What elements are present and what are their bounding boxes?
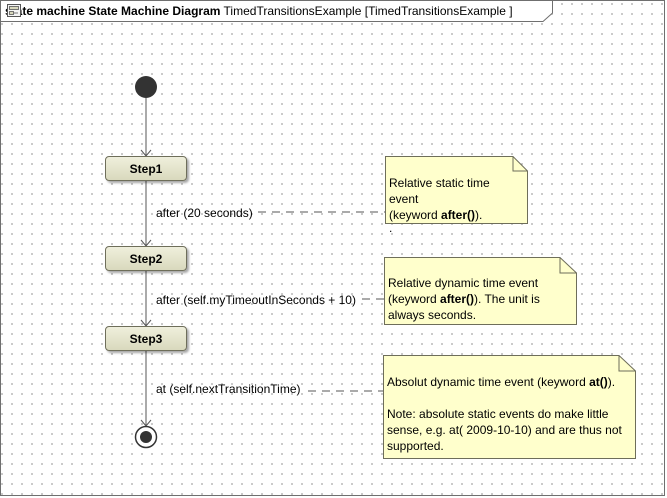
- note-relative-dynamic[interactable]: Relative dynamic time event (keyword aft…: [384, 257, 577, 325]
- state-label: Step2: [129, 251, 163, 266]
- state-machine-icon: [7, 4, 21, 17]
- note-line: Relative static time event: [389, 176, 490, 206]
- note-line: (keyword after()).: [389, 207, 520, 223]
- note-line: sense, e.g. at( 2009-10-10) and are thus…: [387, 423, 622, 437]
- note-line: .: [389, 221, 393, 235]
- note-line: (keyword after()). The unit is: [388, 291, 569, 307]
- keyword-after: after(): [440, 292, 475, 306]
- keyword-at: at(): [589, 375, 608, 389]
- state-label: Step1: [129, 161, 163, 176]
- note-text-run: ).: [475, 208, 483, 222]
- diagram-header-tab: state machine State Machine Diagram Time…: [0, 0, 553, 22]
- state-step1[interactable]: Step1: [105, 156, 187, 181]
- note-relative-static[interactable]: Relative static time event (keyword afte…: [385, 156, 528, 234]
- final-node-inner: [140, 431, 152, 443]
- note-text-run: (keyword: [389, 208, 442, 222]
- note-text: Relative static time event (keyword afte…: [389, 175, 520, 235]
- initial-node: [135, 76, 157, 98]
- note-line: supported.: [387, 439, 444, 453]
- note-text-run: ).: [607, 375, 616, 389]
- diagram-owner: TimedTransitionsExample: [368, 4, 506, 18]
- state-label: Step3: [129, 331, 163, 346]
- note-spacer: [387, 390, 632, 406]
- diagram-kind-label: state machine State Machine Diagram: [5, 4, 221, 18]
- note-line: always seconds.: [388, 308, 477, 322]
- note-line: Relative dynamic time event: [388, 276, 539, 290]
- diagram-name: TimedTransitionsExample: [223, 4, 362, 18]
- close-bracket: ]: [509, 4, 513, 18]
- diagram-title: state machine State Machine Diagram Time…: [5, 4, 513, 18]
- state-step3[interactable]: Step3: [105, 326, 187, 351]
- keyword-after: after(): [441, 208, 476, 222]
- transition-label-at-time[interactable]: at (self.nextTransitionTime): [156, 382, 301, 396]
- note-text-run: ). The unit is: [474, 292, 540, 306]
- open-bracket: [: [364, 4, 369, 18]
- state-step2[interactable]: Step2: [105, 246, 187, 271]
- transition-label-after-timeout[interactable]: after (self.myTimeoutInSeconds + 10): [156, 293, 356, 307]
- note-text-run: Absolut dynamic time event (keyword: [387, 375, 590, 389]
- note-text: Absolut dynamic time event (keyword at()…: [387, 374, 632, 454]
- note-absolute-dynamic[interactable]: Absolut dynamic time event (keyword at()…: [383, 355, 636, 459]
- note-text-run: (keyword: [388, 292, 441, 306]
- note-text: Relative dynamic time event (keyword aft…: [388, 275, 569, 323]
- note-line: Absolut dynamic time event (keyword at()…: [387, 374, 632, 390]
- transition-label-after-20[interactable]: after (20 seconds): [156, 206, 253, 220]
- note-line: Note: absolute static events do make lit…: [387, 407, 609, 421]
